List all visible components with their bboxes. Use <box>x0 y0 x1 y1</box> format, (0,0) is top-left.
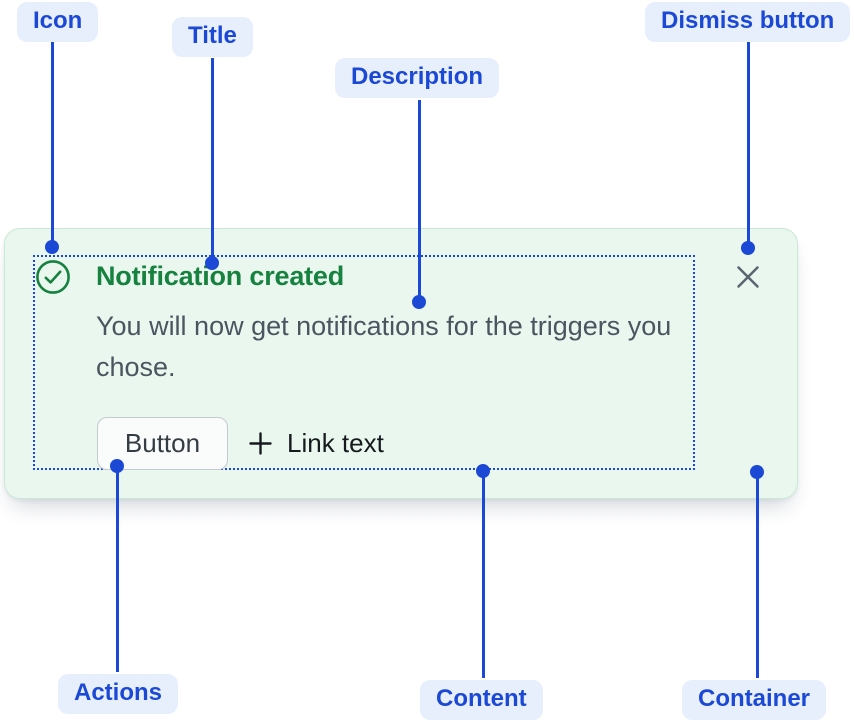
icon-label: Icon <box>17 2 99 42</box>
notification-description: You will now get notifications for the t… <box>96 311 672 382</box>
action-button-label: Button <box>124 428 201 458</box>
description-callout-dot <box>412 295 426 309</box>
actions-callout-dot <box>110 459 124 473</box>
link-text: Link text <box>287 428 384 458</box>
icon-callout-dot <box>45 240 59 254</box>
title-label: Title <box>172 17 253 57</box>
title-callout-line <box>210 58 214 258</box>
content-label: Content <box>420 680 543 720</box>
actions-callout-line <box>115 466 119 672</box>
description-callout-line <box>417 100 421 297</box>
actions-label: Actions <box>58 674 179 714</box>
dismiss-callout-line <box>746 42 750 243</box>
notification-title: Notification created <box>96 261 345 291</box>
content-region-outline <box>33 255 695 470</box>
content-callout-dot <box>476 464 490 478</box>
dismiss-callout-dot <box>741 241 755 255</box>
container-callout-dot <box>750 465 764 479</box>
container-callout-line <box>755 472 759 678</box>
plus-icon <box>247 430 274 457</box>
description-label: Description <box>335 58 500 98</box>
container-label: Container <box>682 680 827 720</box>
title-callout-dot <box>205 256 219 270</box>
icon-callout-line <box>50 42 54 242</box>
link-action[interactable]: Link text <box>247 417 384 470</box>
check-circle-icon <box>35 259 71 295</box>
close-icon <box>735 264 761 290</box>
content-callout-line <box>481 471 485 678</box>
dismiss-button-label: Dismiss button <box>645 2 851 42</box>
dismiss-button[interactable] <box>733 262 763 292</box>
